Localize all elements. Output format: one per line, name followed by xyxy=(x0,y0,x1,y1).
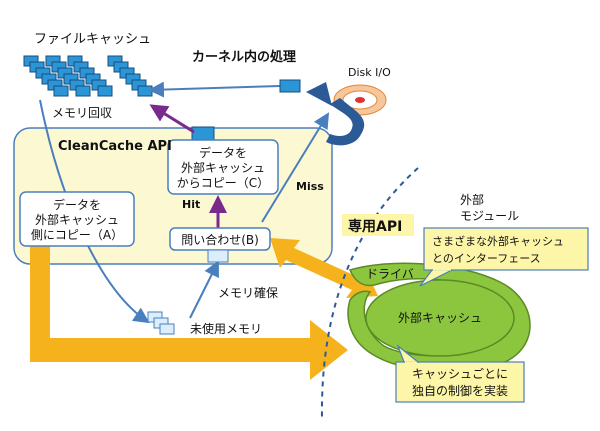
file-cache-stack-4 xyxy=(107,55,153,97)
memory-reclaim-label: メモリ回収 xyxy=(52,106,112,120)
file-cache-label: ファイルキャッシュ xyxy=(34,32,151,47)
copy-c-box xyxy=(167,139,279,195)
file-cache-blocks xyxy=(23,55,153,97)
query-b-port xyxy=(207,249,229,263)
external-module-line1: 外部 xyxy=(460,192,484,207)
external-module-blob xyxy=(347,262,531,373)
orange-api-arrow xyxy=(270,238,378,298)
copy-c-line2: 外部キャッシュ xyxy=(181,160,265,175)
external-cache-label: 外部キャッシュ xyxy=(398,310,482,325)
external-module-line2: モジュール xyxy=(460,209,519,223)
unused-memory-pages xyxy=(147,311,175,335)
miss-label: Miss xyxy=(296,180,324,193)
dedicated-api-label: 専用API xyxy=(348,218,402,235)
unused-memory-label: 未使用メモリ xyxy=(190,321,262,336)
driver-label: ドライバ xyxy=(366,267,414,281)
disk-return-arrow xyxy=(306,82,365,146)
hit-label: Hit xyxy=(182,198,200,211)
api-top-port xyxy=(191,126,215,141)
copy-c-line3: からコピー（C） xyxy=(177,176,269,190)
copy-c-line1: データを xyxy=(199,145,247,160)
copy-a-line1: データを xyxy=(53,197,101,212)
query-b-label: 問い合わせ(B) xyxy=(181,232,259,247)
external-cache-ellipse xyxy=(365,279,515,357)
control-note xyxy=(395,344,525,403)
copy-a-line3: 側にコピー（A） xyxy=(31,228,123,242)
control-note-line1: キャッシュごとに xyxy=(412,366,508,381)
memory-secure-label: メモリ確保 xyxy=(218,285,278,300)
cleancache-api-label: CleanCache API xyxy=(58,139,172,154)
dedicated-api-highlight xyxy=(342,214,414,236)
copy-a-box xyxy=(19,191,135,247)
interface-note-line1: さまざまな外部キャッシュ xyxy=(432,234,564,248)
purple-arrows xyxy=(149,104,227,228)
orange-copy-arrow xyxy=(30,246,348,380)
kernel-processing-label: カーネル内の処理 xyxy=(192,49,296,65)
file-cache-stack-2 xyxy=(45,55,91,97)
file-cache-stack-3 xyxy=(67,55,113,97)
module-boundary xyxy=(320,167,419,421)
disk-io-label: Disk I/O xyxy=(348,66,391,79)
copy-a-line2: 外部キャッシュ xyxy=(35,212,119,227)
kernel-block xyxy=(279,79,301,93)
interface-note xyxy=(419,227,589,287)
interface-note-line2: とのインターフェース xyxy=(432,252,541,265)
file-cache-stack-1 xyxy=(23,55,69,97)
control-note-line2: 独自の制御を実装 xyxy=(412,383,508,398)
